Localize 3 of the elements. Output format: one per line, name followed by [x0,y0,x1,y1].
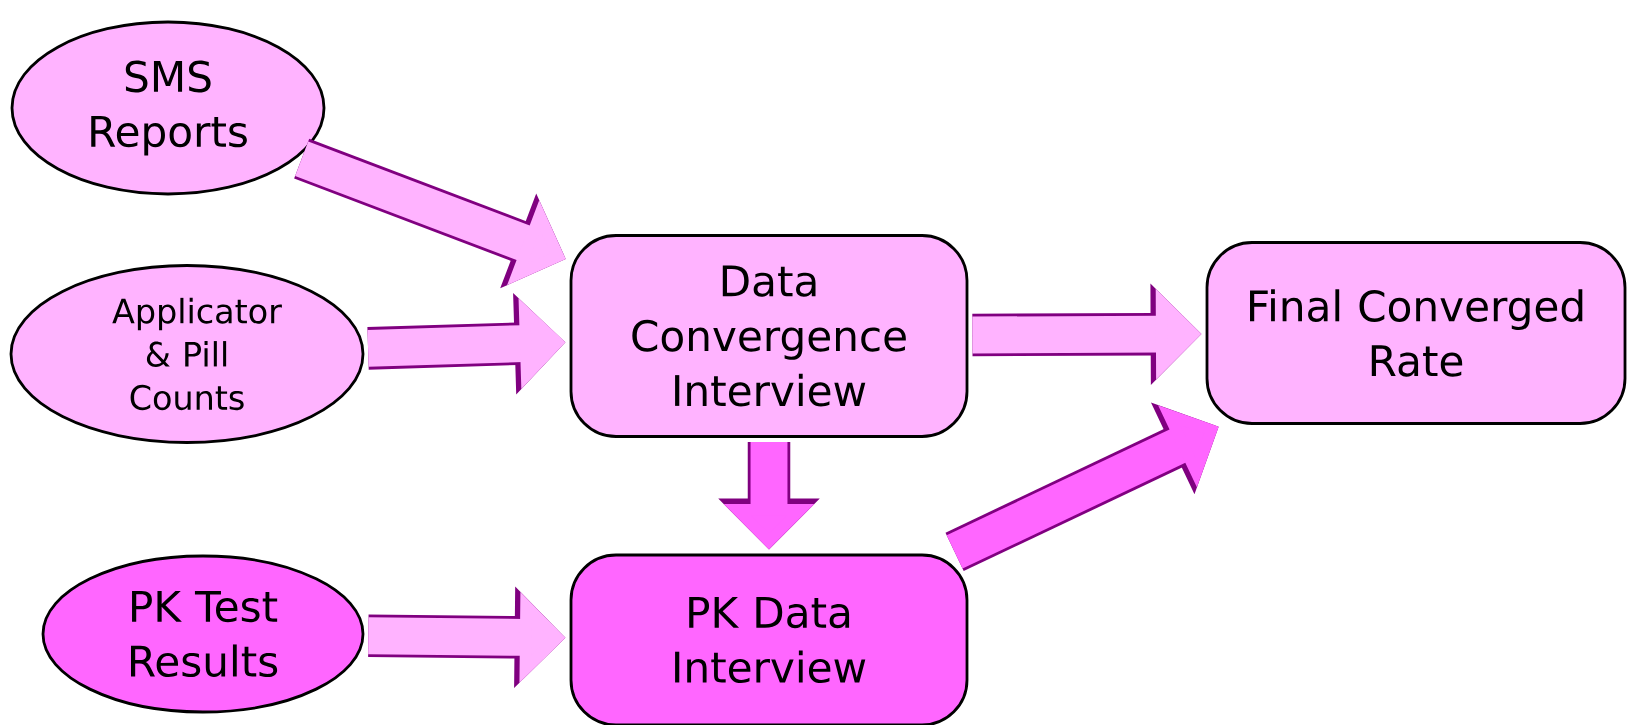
process-box: Final Converged Rate [1205,241,1627,425]
process-box: Data Convergence Interview [569,234,969,438]
process-box: PK Data Interview [569,553,969,725]
